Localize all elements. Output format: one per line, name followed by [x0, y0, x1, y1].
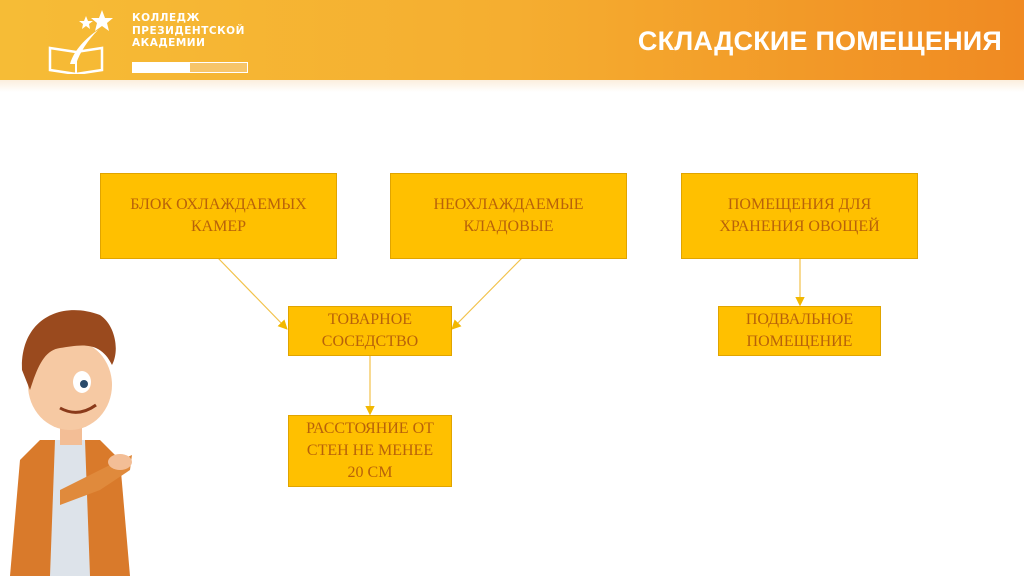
logo-text: КОЛЛЕДЖ ПРЕЗИДЕНТСКОЙ АКАДЕМИИ — [132, 12, 245, 49]
box-wall-distance: РАССТОЯНИЕ ОТ СТЕН НЕ МЕНЕЕ 20 СМ — [288, 415, 452, 487]
page-title: СКЛАДСКИЕ ПОМЕЩЕНИЯ — [637, 26, 1002, 56]
box-vegetable-storage: ПОМЕЩЕНИЯ ДЛЯ ХРАНЕНИЯ ОВОЩЕЙ — [681, 173, 918, 259]
box-product-neighborhood: ТОВАРНОЕ СОСЕДСТВО — [288, 306, 452, 356]
box-cooled-chambers: БЛОК ОХЛАЖДАЕМЫХ КАМЕР — [100, 173, 337, 259]
logo-bar — [132, 62, 248, 73]
box-uncooled-storerooms: НЕОХЛАЖДАЕМЫЕ КЛАДОВЫЕ — [390, 173, 627, 259]
box-basement: ПОДВАЛЬНОЕ ПОМЕЩЕНИЕ — [718, 306, 881, 356]
cartoon-character-illustration — [10, 310, 132, 576]
logo-icon — [48, 10, 113, 74]
arrow-uncooled-to-neighborhood — [451, 257, 523, 330]
arrow-cooled-to-neighborhood — [217, 257, 288, 330]
header-banner: КОЛЛЕДЖ ПРЕЗИДЕНТСКОЙ АКАДЕМИИ СКЛАДСКИЕ… — [0, 0, 1024, 80]
header-shadow — [0, 80, 1024, 92]
